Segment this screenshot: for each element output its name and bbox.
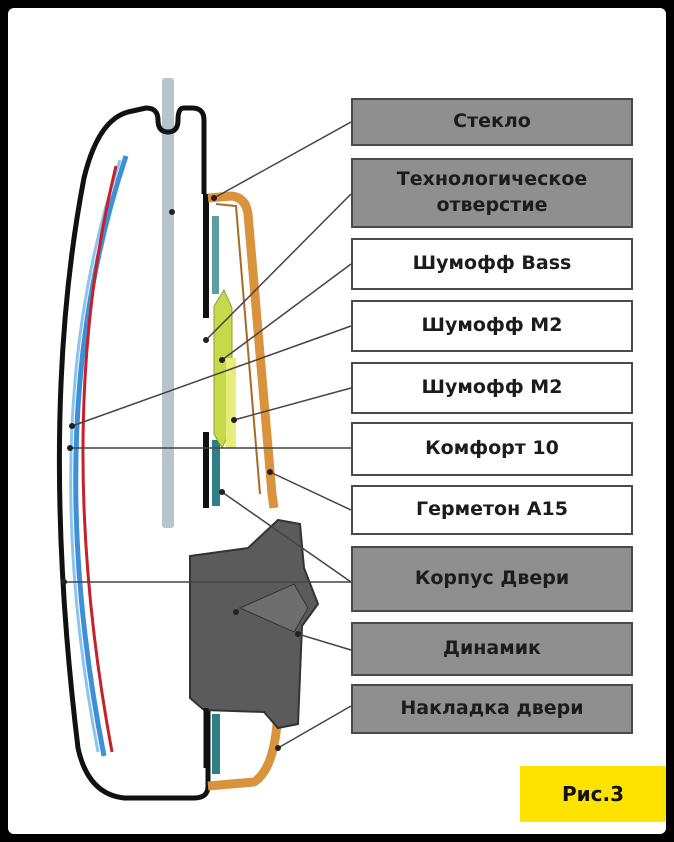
leader-lines <box>64 121 352 749</box>
label-shumoff-bass: Шумофф Bass <box>351 238 633 290</box>
label-technological-hole-text: Технологическое отверстие <box>396 168 588 216</box>
figure-label: Рис.3 <box>520 766 666 822</box>
shumoff-m2-layer <box>226 358 236 448</box>
label-shumoff-m2-second: Шумофф М2 <box>351 362 633 414</box>
leader-dots <box>61 195 301 751</box>
leader-shumoff-m2-b <box>233 387 352 421</box>
leader-dot <box>267 469 273 475</box>
label-shumoff-bass-text: Шумофф Bass <box>412 252 572 275</box>
label-glass-text: Стекло <box>453 110 531 133</box>
label-germeton-a15: Герметон А15 <box>351 485 633 535</box>
label-germeton-a15-text: Герметон А15 <box>416 498 568 521</box>
leader-dot <box>67 445 73 451</box>
leader-dot <box>169 209 175 215</box>
label-door-body-text: Корпус Двери <box>414 567 570 590</box>
leader-shumoff-bass <box>221 263 352 361</box>
leader-dot <box>211 195 217 201</box>
label-technological-hole: Технологическое отверстие <box>351 158 633 228</box>
outer-panel-blue-inner <box>69 159 122 753</box>
label-door-trim: Накладка двери <box>351 684 633 734</box>
speaker-teal-strip <box>212 714 220 774</box>
label-shumoff-m2-second-text: Шумофф М2 <box>421 376 563 399</box>
leader-dot <box>275 745 281 751</box>
figure-frame: Стекло Технологическое отверстие Шумофф … <box>8 8 666 834</box>
door-trim-upper-inner <box>215 203 261 495</box>
door-cross-section-diagram <box>56 78 352 801</box>
label-speaker-text: Динамик <box>443 637 541 660</box>
leader-speaker <box>297 633 352 651</box>
door-frame-outline <box>56 105 211 801</box>
komfort-strip <box>212 440 220 506</box>
speaker-center <box>233 609 239 615</box>
label-door-trim-text: Накладка двери <box>400 697 584 720</box>
leader-shumoff-m2-a <box>71 325 352 427</box>
leader-door-body-1 <box>221 491 352 583</box>
outer-panel-blue <box>73 155 129 757</box>
label-shumoff-m2-first: Шумофф М2 <box>351 300 633 352</box>
leader-dot <box>231 417 237 423</box>
door-trim-upper <box>207 191 279 509</box>
outer-panel-red <box>81 165 118 753</box>
technological-hole-cover <box>212 216 219 294</box>
label-door-body: Корпус Двери <box>351 546 633 612</box>
glass <box>162 78 174 528</box>
leader-dot <box>219 489 225 495</box>
label-komfort-10: Комфорт 10 <box>351 422 633 476</box>
leader-door-trim <box>277 705 352 749</box>
leader-dot <box>69 423 75 429</box>
label-glass: Стекло <box>351 98 633 146</box>
speaker-cone <box>238 583 309 633</box>
label-speaker: Динамик <box>351 622 633 676</box>
leader-dot <box>61 579 67 585</box>
leader-dot <box>295 631 301 637</box>
leader-glass <box>213 121 352 199</box>
leader-dot <box>203 337 209 343</box>
leader-dot <box>219 357 225 363</box>
leader-germeton <box>269 471 352 511</box>
label-shumoff-m2-first-text: Шумофф М2 <box>421 314 563 337</box>
figure-label-text: Рис.3 <box>561 782 625 806</box>
label-komfort-10-text: Комфорт 10 <box>425 437 559 460</box>
leader-tech-hole <box>205 193 352 341</box>
